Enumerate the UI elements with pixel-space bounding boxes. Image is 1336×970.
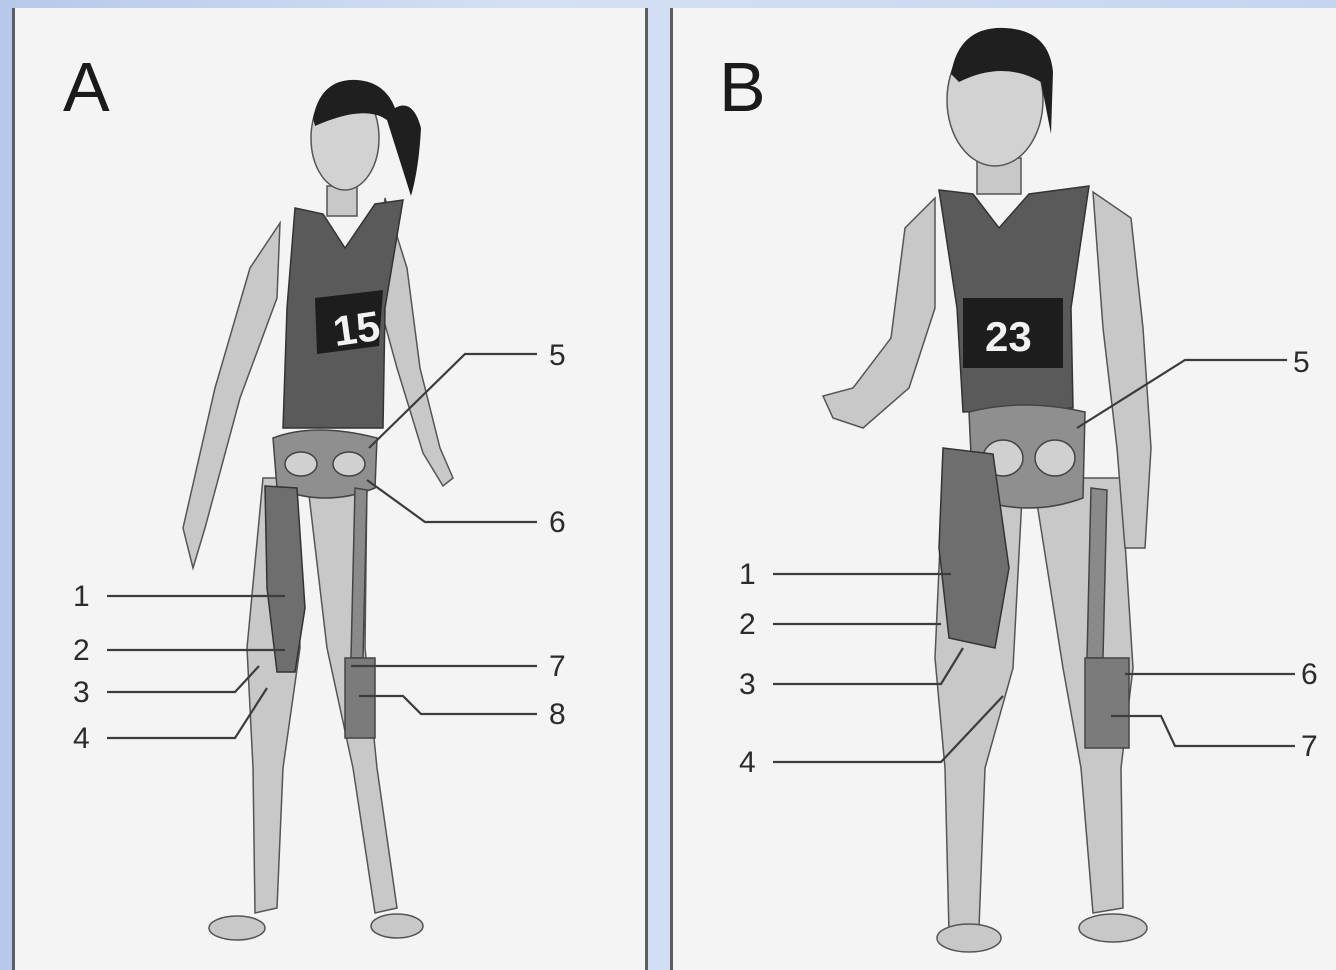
leader-5 <box>369 354 537 448</box>
leader-6 <box>367 480 537 522</box>
pelvis-foramen-left <box>285 452 317 476</box>
label-2: 2 <box>739 608 756 641</box>
left-arm <box>823 198 935 428</box>
figure-male: 23 1 2 3 4 5 6 7 <box>673 8 1336 970</box>
label-1: 1 <box>73 580 90 613</box>
label-6: 6 <box>549 506 566 539</box>
knee-joint <box>345 658 375 738</box>
right-foot <box>371 914 423 938</box>
knee-joint <box>1085 658 1129 748</box>
right-foot <box>1079 914 1147 942</box>
label-4: 4 <box>73 722 90 755</box>
panel-a: A 15 <box>12 8 648 970</box>
label-4: 4 <box>739 746 756 779</box>
label-1: 1 <box>739 558 756 591</box>
label-8: 8 <box>549 698 566 731</box>
label-2: 2 <box>73 634 90 667</box>
label-6: 6 <box>1301 658 1318 691</box>
label-7: 7 <box>1301 730 1318 763</box>
leader-4 <box>107 688 267 738</box>
panel-b: B 23 1 2 3 <box>670 8 1336 970</box>
left-foot <box>209 916 265 940</box>
leader-8 <box>359 696 537 714</box>
figure-female: 15 1 2 3 4 5 6 7 8 <box>15 8 651 970</box>
pelvis-foramen-right <box>1035 440 1075 476</box>
bib-number: 23 <box>985 313 1032 360</box>
pelvis-foramen-right <box>333 452 365 476</box>
bib-number: 15 <box>330 302 383 355</box>
label-5: 5 <box>1293 346 1310 379</box>
left-foot <box>937 924 1001 952</box>
label-7: 7 <box>549 650 566 683</box>
femur <box>1087 488 1107 658</box>
leader-7 <box>1111 716 1295 746</box>
label-3: 3 <box>739 668 756 701</box>
label-3: 3 <box>73 676 90 709</box>
leader-3 <box>107 666 259 692</box>
label-5: 5 <box>549 339 566 372</box>
